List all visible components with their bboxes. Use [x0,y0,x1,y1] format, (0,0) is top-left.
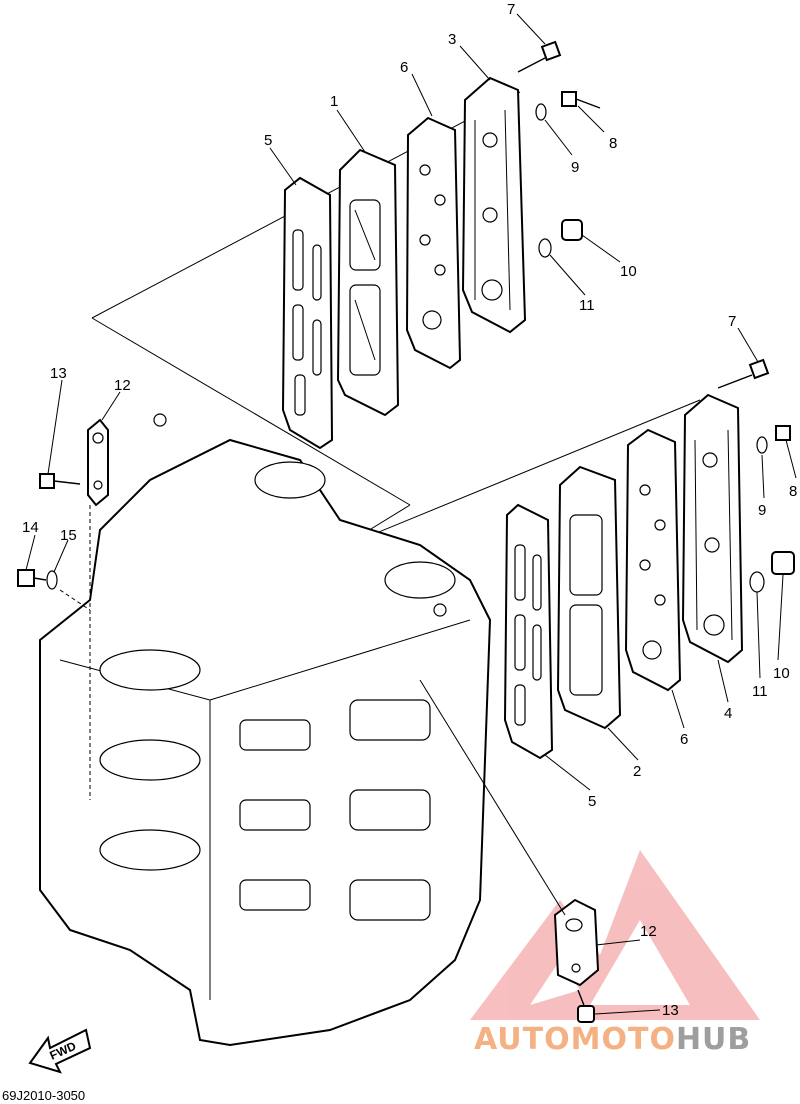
part-10-11-upper [538,219,583,258]
callout-3: 3 [448,31,456,48]
part-13-bolt-lower [577,989,595,1023]
part-2-housing-lower [556,465,622,730]
part-7-bolt-lower [717,358,770,389]
callout-7-lower: 7 [728,313,736,330]
part-3-cover-upper [461,76,527,334]
part-8-9-upper [535,91,601,121]
part-5-gasket-lower [503,503,554,760]
callout-10-lower: 10 [773,665,790,682]
callout-12-lower: 12 [640,923,657,940]
part-12-bracket-lower [419,679,600,987]
callout-8-upper: 8 [609,135,617,152]
watermark-logo [470,850,760,1020]
part-4-cover-lower [681,393,744,664]
part-15-washer [46,570,58,590]
leader-lines [25,13,797,1015]
part-13-bolt-upper [39,473,81,489]
callout-9-lower: 9 [758,502,766,519]
part-8-9-lower [756,425,791,454]
lower-assembly-outline [339,399,701,549]
callout-11-lower: 11 [752,683,768,700]
part-6-plate-upper [405,116,462,370]
callout-13-upper: 13 [50,365,67,382]
callout-14: 14 [22,519,39,536]
callout-15: 15 [60,527,77,544]
callout-2: 2 [633,763,641,780]
callout-13-lower: 13 [662,1002,679,1019]
callout-6-lower: 6 [680,731,688,748]
dash-guide-left [59,505,91,800]
part-7-bolt-upper [517,40,562,73]
callout-1: 1 [330,93,338,110]
part-1-housing-upper [336,148,400,417]
callout-5-lower: 5 [588,793,596,810]
callout-12-upper: 12 [114,377,131,394]
diagram-code: 69J2010-3050 [2,1088,86,1103]
callout-11-upper: 11 [579,297,595,314]
watermark-text-part1: AUTOMOTO [474,1022,676,1057]
cylinder-block [39,413,492,1047]
fwd-arrow-icon: FWD [28,1028,92,1074]
watermark-text-part2: HUB [675,1022,752,1057]
callout-9-upper: 9 [571,159,579,176]
part-6-plate-lower [624,428,682,692]
callout-7-upper: 7 [507,1,515,18]
part-12-bracket-upper [87,418,109,507]
callout-6-upper: 6 [400,59,408,76]
callout-8-lower: 8 [789,483,797,500]
part-5-gasket-upper [281,176,334,450]
part-10-11-lower [749,551,795,593]
part-14-bolt [17,569,47,587]
callout-5-upper: 5 [264,132,272,149]
callout-10-upper: 10 [620,263,637,280]
callout-4: 4 [724,705,732,722]
watermark-text: AUTOMOTOHUB [474,1022,751,1057]
